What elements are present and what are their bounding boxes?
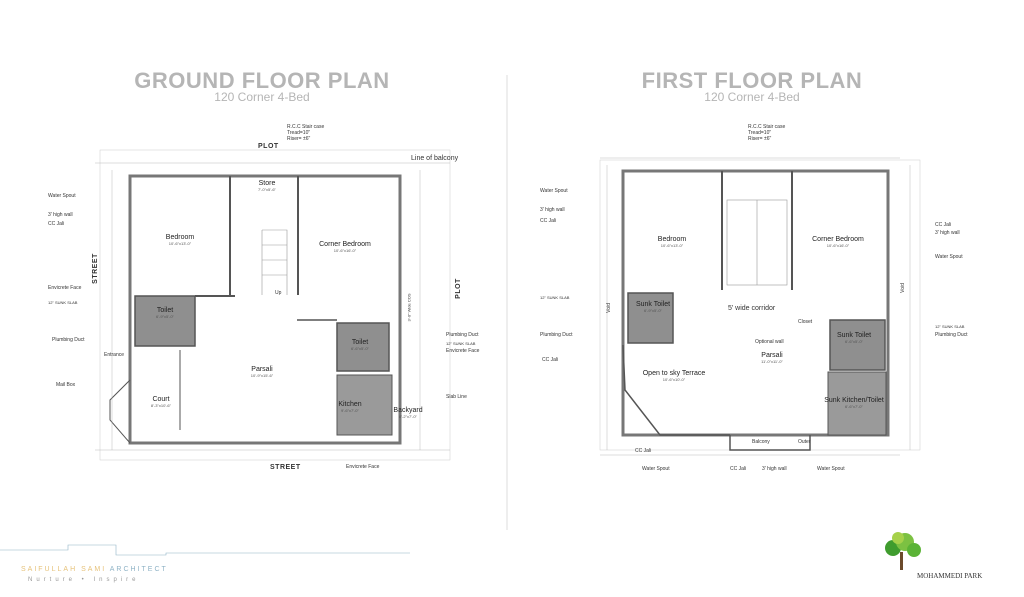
note-envicrete-bottom: Envicrete Face bbox=[346, 464, 380, 470]
street-label-left: STREET bbox=[91, 253, 99, 284]
ff-void-right: Void bbox=[899, 283, 906, 293]
plot-label-right: PLOT bbox=[454, 278, 462, 299]
ff-sunk-slab-left: 12" SUNK SLAB bbox=[540, 295, 570, 300]
tree-logo bbox=[885, 532, 921, 570]
note-envicrete-right: Envicrete Face bbox=[446, 348, 480, 354]
ff-water-spout-left: Water Spout bbox=[540, 188, 568, 194]
ff-optional-wall: Optional wall bbox=[755, 339, 784, 345]
first-floor-subtitle: 120 Corner 4-Bed bbox=[704, 90, 800, 104]
ff-3ft-wall-bottom: 3' high wall bbox=[762, 466, 787, 472]
ground-floor-plan bbox=[95, 149, 451, 461]
architect-tagline: Nurture • Inspire bbox=[28, 577, 140, 583]
ff-water-spout-bottom-2: Water Spout bbox=[817, 466, 845, 472]
plot-label-top: PLOT bbox=[258, 143, 279, 150]
project-name: MOHAMMEDI PARK bbox=[917, 572, 983, 580]
note-wide-cos: 3'-0" Wide COS bbox=[406, 293, 412, 322]
street-label-bottom: STREET bbox=[270, 464, 301, 471]
ff-3ft-wall-right: 3' high wall bbox=[935, 230, 960, 236]
ff-closet: Closet bbox=[798, 319, 813, 325]
ground-floor-subtitle: 120 Corner 4-Bed bbox=[214, 90, 310, 104]
ff-water-spout-bottom-1: Water Spout bbox=[642, 466, 670, 472]
note-plumbing-duct: Plumbing Duct bbox=[52, 337, 85, 343]
note-water-spout: Water Spout bbox=[48, 193, 76, 199]
note-mail-box: Mail Box bbox=[56, 382, 76, 388]
ff-cc-jali-bottom-2: CC Jali bbox=[730, 466, 747, 472]
architect-logo: SAIFULLAH SAMI ARCHITECT bbox=[21, 566, 168, 573]
note-sunk-slab-right: 12" SUNK SLAB bbox=[446, 341, 476, 346]
ff-cc-jali-bottom: CC Jali bbox=[635, 448, 652, 454]
ff-cc-jali-left: CC Jali bbox=[540, 218, 557, 224]
ff-water-spout-right: Water Spout bbox=[935, 254, 963, 260]
ff-cc-jali-left-2: CC Jali bbox=[542, 357, 559, 363]
note-cc-jali: CC Jali bbox=[48, 221, 65, 227]
ff-outer: Outer bbox=[798, 439, 811, 445]
ff-balcony: Balcony bbox=[752, 439, 770, 445]
first-floor-title: FIRST FLOOR PLAN bbox=[641, 68, 863, 93]
architect-logo-graphic bbox=[0, 544, 410, 556]
note-entrance: Entrance bbox=[104, 352, 125, 358]
note-plumbing-duct-right: Plumbing Duct bbox=[446, 332, 479, 338]
ff-plumbing-right: Plumbing Duct bbox=[935, 332, 968, 338]
note-envicrete: Envicrete Face bbox=[48, 285, 82, 291]
ff-cc-jali-right: CC Jali bbox=[935, 222, 952, 228]
note-slab-line: Slab Line bbox=[446, 394, 467, 400]
ff-plumbing-left: Plumbing Duct bbox=[540, 332, 573, 338]
ff-3ft-wall-left: 3' high wall bbox=[540, 207, 565, 213]
ff-void-left: Void bbox=[605, 303, 612, 313]
note-stair-up: Up bbox=[275, 290, 282, 296]
note-3ft-wall: 3' high wall bbox=[48, 212, 73, 218]
line-of-balcony: Line of balcony bbox=[411, 155, 459, 162]
ground-floor-title: GROUND FLOOR PLAN bbox=[134, 68, 390, 93]
first-floor-plan bbox=[599, 157, 921, 456]
ff-corridor: 5' wide corridor bbox=[728, 305, 776, 312]
ff-sunk-slab-right: 12" SUNK SLAB bbox=[935, 324, 965, 329]
note-sunk-slab: 12" SUNK SLAB bbox=[48, 300, 78, 305]
